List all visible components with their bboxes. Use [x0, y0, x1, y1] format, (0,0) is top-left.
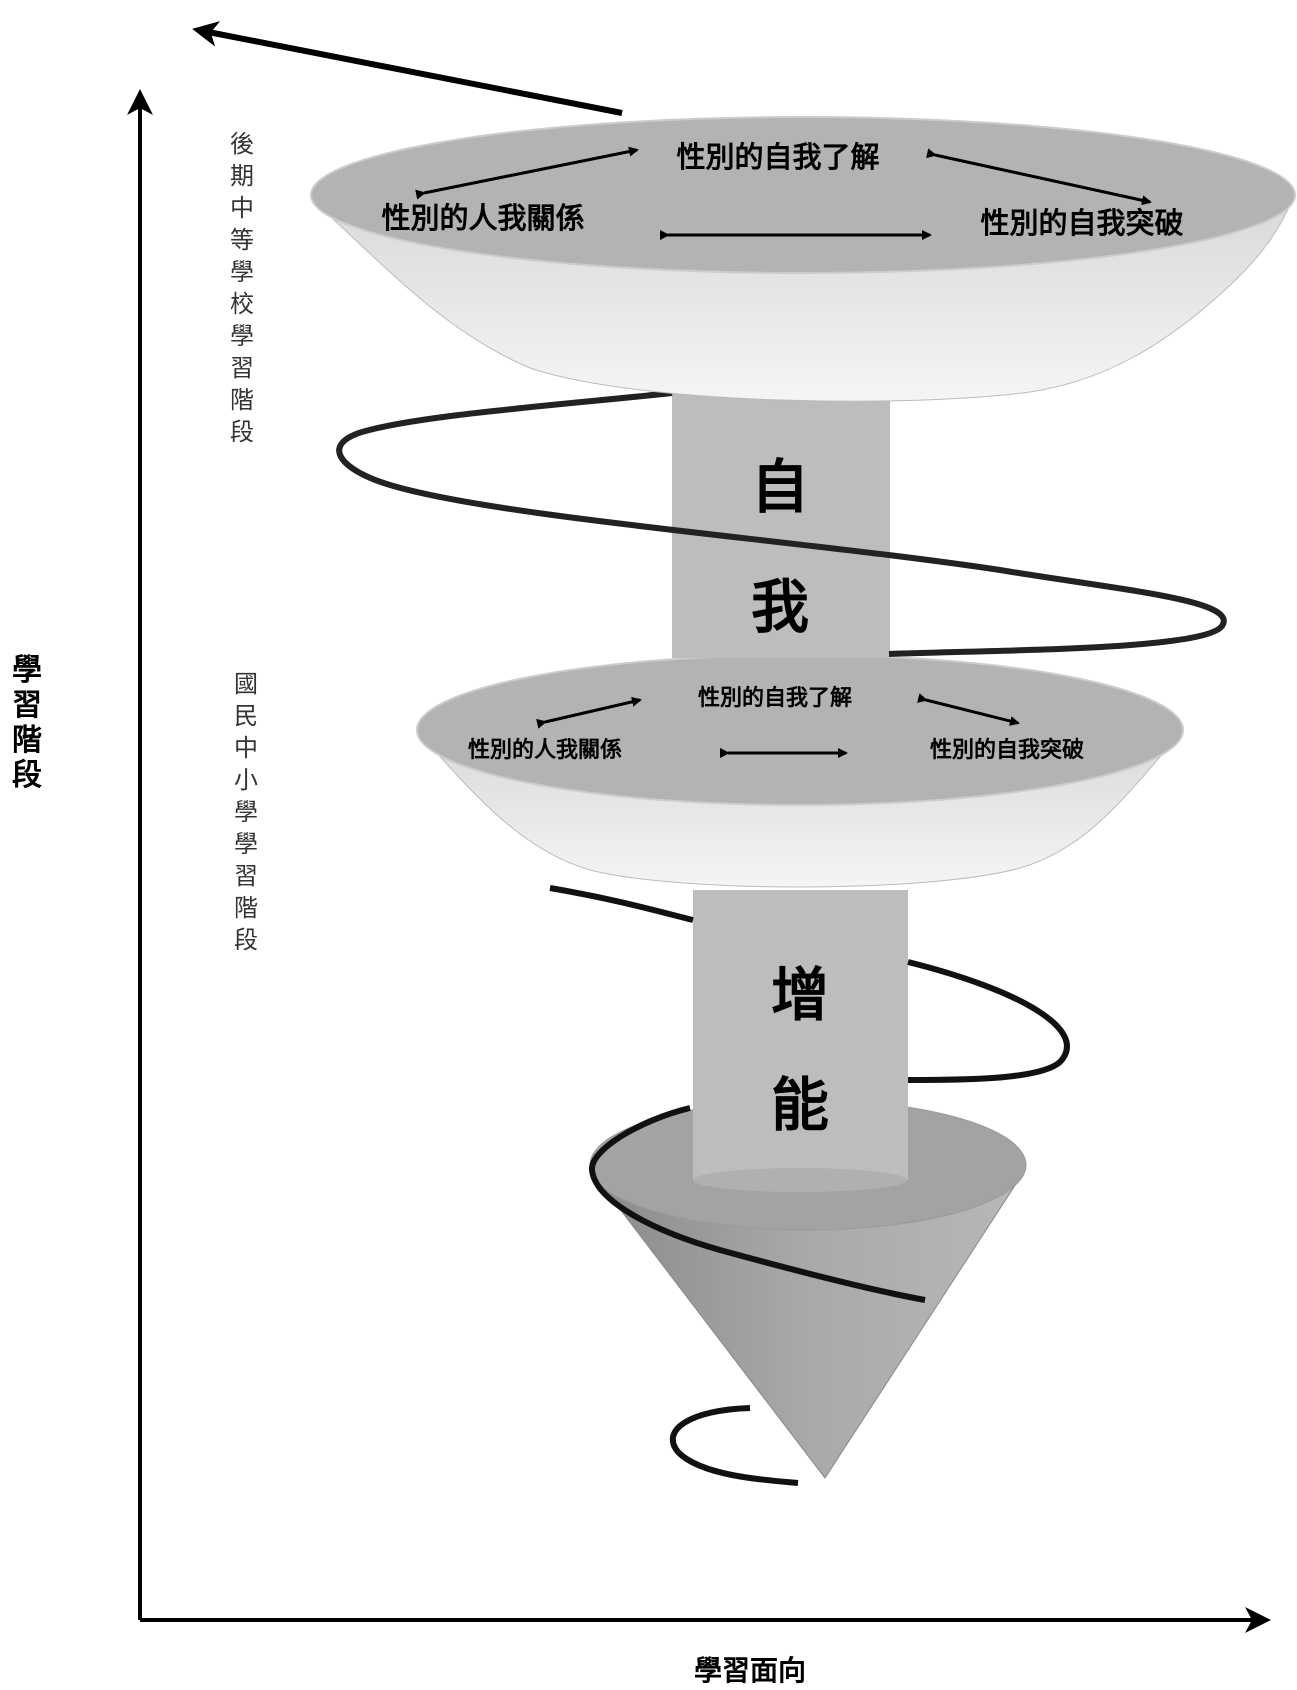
top-bowl-right-label: 性別的自我突破	[980, 206, 1183, 240]
upper-stage-char: 習	[230, 354, 254, 382]
upper-stage-label: 後 期 中 等 學 校 學 習 階 段	[230, 130, 254, 446]
middle-arrow-right	[917, 693, 1020, 726]
lower-pillar-char: 能	[771, 1071, 829, 1139]
y-axis-label-char: 段	[12, 758, 42, 793]
upper-stage-char: 學	[230, 322, 254, 350]
upper-stage-char: 中	[230, 194, 254, 222]
lower-stage-char: 階	[234, 894, 258, 922]
upper-pillar-char: 我	[751, 573, 809, 641]
y-axis-label-char: 階	[12, 723, 42, 758]
lower-stage-char: 習	[234, 862, 258, 890]
upper-pillar	[672, 390, 890, 658]
lower-stage-char: 民	[234, 702, 258, 730]
lower-stage-char: 中	[234, 734, 258, 762]
lower-pillar-base	[693, 1168, 907, 1192]
top-bowl-left-label: 性別的人我關係	[381, 201, 584, 235]
y-axis-label: 學 習 階 段	[12, 653, 42, 793]
upper-stage-char: 段	[230, 418, 254, 446]
lower-pillar	[693, 890, 908, 1180]
middle-bowl-right-label: 性別的自我突破	[930, 737, 1084, 763]
growth-arrow	[192, 21, 623, 116]
upper-pillar-char: 自	[751, 453, 809, 521]
middle-bowl-top	[416, 654, 1184, 806]
upper-stage-char: 學	[230, 258, 254, 286]
spiral-upper	[336, 390, 1227, 657]
lower-stage-char: 學	[234, 798, 258, 826]
y-axis-label-char: 學	[12, 653, 42, 688]
x-axis-label: 學習面向	[694, 1654, 806, 1687]
middle-bowl-top-label: 性別的自我了解	[698, 685, 852, 711]
upper-stage-char: 等	[230, 226, 254, 254]
top-arrow-right	[926, 148, 1152, 206]
middle-bowl-left-label: 性別的人我關係	[468, 737, 622, 763]
top-bowl-top-label: 性別的自我了解	[676, 140, 879, 174]
lower-stage-char: 小	[234, 766, 258, 794]
middle-arrow-left	[536, 696, 642, 729]
upper-stage-char: 期	[230, 162, 254, 190]
spiral-lower	[549, 885, 1070, 1303]
lower-stage-char: 國	[234, 670, 258, 698]
lower-stage-label: 國 民 中 小 學 學 習 階 段	[234, 670, 258, 954]
lower-stage-char: 段	[234, 926, 258, 954]
upper-stage-char: 階	[230, 386, 254, 414]
spiral-lower-tail	[669, 1405, 799, 1486]
upper-stage-char: 校	[230, 290, 254, 318]
lower-stage-char: 學	[234, 830, 258, 858]
upper-stage-char: 後	[230, 130, 254, 158]
y-axis-label-char: 習	[12, 688, 42, 723]
middle-bowl	[416, 654, 1184, 888]
top-arrow-left	[415, 146, 639, 200]
lower-pillar-char: 增	[771, 961, 829, 1029]
